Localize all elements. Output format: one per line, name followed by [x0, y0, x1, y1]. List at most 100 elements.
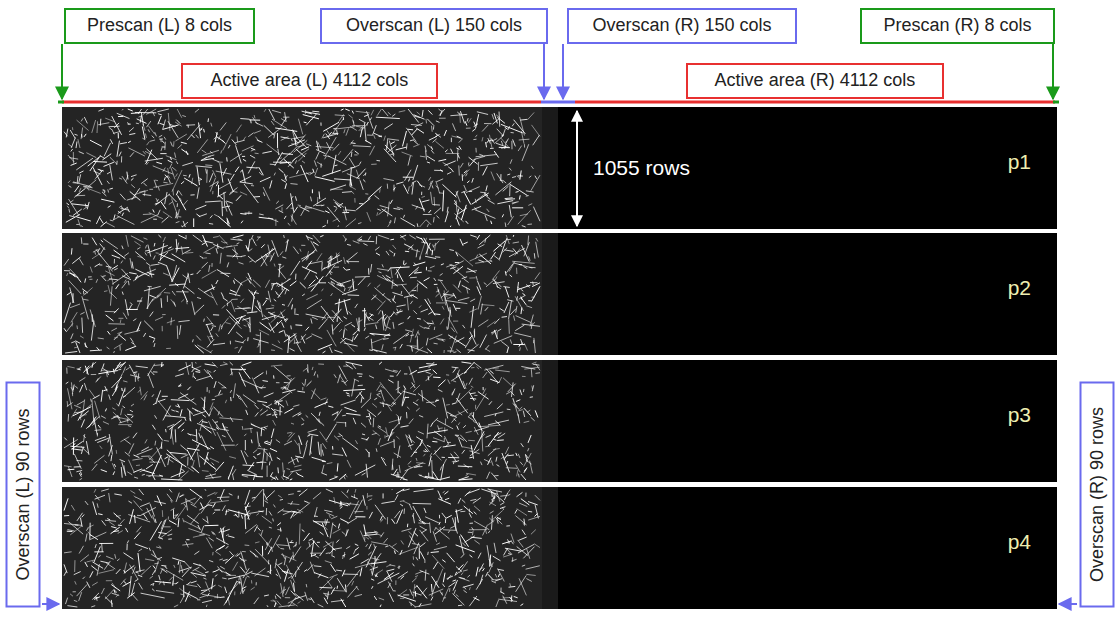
fiber-track	[130, 338, 133, 343]
fiber-track	[131, 112, 140, 114]
fiber-track	[444, 161, 455, 166]
fiber-track	[185, 418, 186, 421]
fiber-track	[526, 306, 532, 308]
fiber-track	[413, 165, 418, 180]
fiber-track	[237, 137, 239, 142]
fiber-track	[300, 282, 306, 288]
fiber-track	[83, 293, 86, 295]
fiber-track	[293, 247, 298, 254]
fiber-track	[108, 285, 110, 294]
fiber-track	[427, 119, 434, 126]
fiber-track	[422, 110, 423, 117]
fiber-track	[301, 418, 304, 421]
fiber-track	[496, 332, 497, 338]
fiber-track	[438, 389, 443, 391]
fiber-track	[495, 182, 511, 195]
fiber-track	[520, 170, 521, 179]
fiber-track	[456, 252, 473, 266]
fiber-track	[425, 299, 435, 315]
fiber-track	[358, 240, 374, 242]
fiber-track	[98, 123, 109, 125]
fiber-track	[404, 373, 407, 374]
fiber-track	[409, 235, 415, 239]
fiber-track	[79, 174, 81, 183]
fiber-track	[177, 109, 182, 118]
fiber-track	[275, 291, 277, 293]
fiber-track	[129, 128, 134, 132]
fiber-track	[418, 393, 436, 406]
fiber-track	[451, 138, 452, 142]
fiber-track	[170, 318, 172, 326]
fiber-track	[157, 295, 158, 298]
fiber-track	[536, 238, 538, 241]
fiber-track	[125, 346, 136, 350]
fiber-track	[298, 414, 302, 416]
fiber-track	[390, 239, 394, 241]
fiber-track	[295, 160, 296, 163]
fiber-track	[350, 179, 352, 186]
fiber-track	[322, 465, 324, 473]
fiber-track	[429, 325, 431, 328]
fiber-track	[240, 118, 249, 120]
fiber-track	[438, 279, 443, 281]
fiber-track	[149, 189, 153, 190]
fiber-track	[286, 319, 288, 321]
fiber-track	[320, 235, 323, 236]
fiber-track	[521, 289, 524, 291]
fiber-track	[535, 176, 537, 179]
fiber-track	[371, 295, 376, 299]
fiber-track	[288, 457, 300, 464]
fiber-track	[281, 119, 285, 122]
fiber-track	[517, 282, 518, 293]
fiber-track	[418, 431, 424, 434]
fiber-track	[230, 341, 231, 345]
fiber-track	[446, 265, 452, 267]
fiber-track	[417, 223, 419, 227]
fiber-track	[469, 378, 473, 385]
fiber-track	[154, 183, 174, 187]
fiber-track	[392, 292, 402, 295]
fiber-track	[223, 298, 228, 302]
fiber-track	[213, 236, 219, 237]
fiber-track	[81, 118, 83, 121]
fiber-track	[421, 192, 422, 195]
fiber-track	[517, 285, 530, 290]
fiber-track	[513, 344, 525, 345]
fiber-track	[81, 237, 83, 243]
fiber-track	[524, 266, 528, 268]
fiber-track	[114, 214, 115, 219]
fiber-track	[137, 119, 147, 124]
fiber-track	[428, 270, 432, 271]
fiber-track	[436, 290, 439, 292]
fiber-track	[304, 122, 307, 124]
fiber-track	[411, 249, 420, 252]
fiber-track	[458, 208, 467, 214]
fiber-track	[396, 147, 407, 150]
fiber-track	[155, 202, 160, 204]
fiber-track	[254, 196, 260, 197]
fiber-track	[257, 300, 260, 308]
fiber-track	[493, 448, 500, 449]
fiber-track	[178, 195, 186, 210]
fiber-track	[510, 275, 513, 277]
fiber-track	[323, 351, 326, 353]
fiber-track	[112, 131, 114, 135]
fiber-track	[371, 264, 372, 272]
fiber-track	[169, 284, 186, 285]
fiber-track	[419, 256, 420, 259]
fiber-track	[151, 264, 159, 265]
fiber-track	[427, 349, 432, 353]
fiber-track	[316, 152, 320, 160]
fiber-track	[211, 327, 213, 331]
fiber-track	[436, 186, 439, 189]
fiber-track	[492, 114, 494, 119]
fiber-track	[72, 257, 81, 264]
fiber-track	[374, 135, 376, 139]
fiber-track	[356, 198, 370, 210]
fiber-track	[392, 114, 395, 116]
fiber-track	[162, 146, 166, 147]
fiber-track	[269, 109, 275, 120]
fiber-track	[497, 329, 501, 331]
fiber-track	[411, 124, 422, 126]
fiber-track	[175, 283, 178, 286]
